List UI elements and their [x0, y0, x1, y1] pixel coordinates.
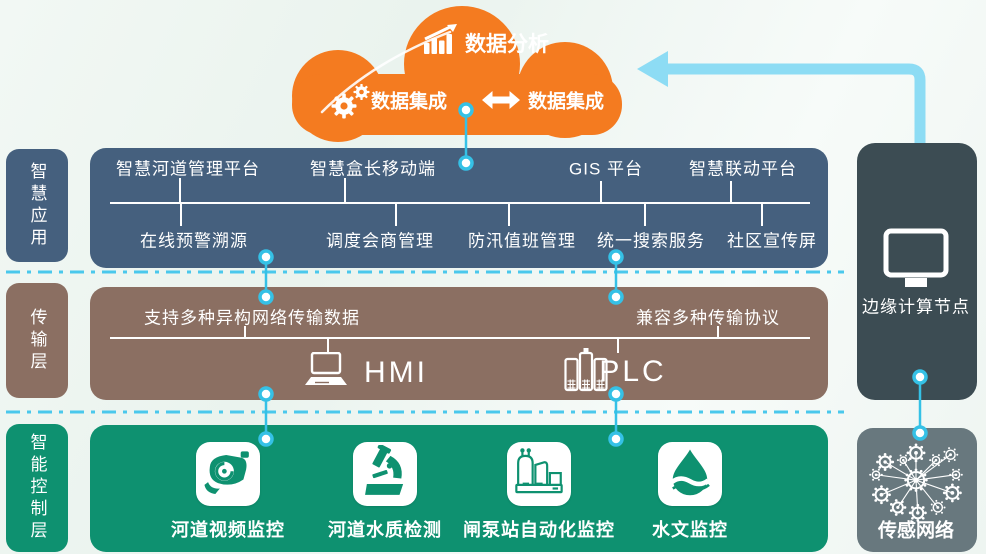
- edge-node-panel: 边缘计算节点: [857, 143, 977, 400]
- sensor-network-panel: 传感网络: [857, 428, 977, 552]
- app-service-label: 调度会商管理: [326, 231, 434, 251]
- side-label-transport-layer: 传输层: [6, 283, 68, 398]
- control-item-card: [658, 442, 722, 506]
- cloud-integration-left-label: 数据集成: [370, 91, 448, 113]
- control-item-label: 闸泵站自动化监控: [463, 520, 615, 540]
- water-drop-icon: [670, 449, 710, 496]
- gears-icon: [331, 84, 370, 119]
- application-layer-panel: 智慧河道管理平台 智慧盒长移动端 GIS 平台 智慧联动平台 在线预警溯源 调度…: [90, 148, 828, 268]
- app-service-label: 统一搜索服务: [597, 231, 705, 251]
- app-service-label: 防汛值班管理: [468, 231, 576, 251]
- control-layer-panel: 河道视频监控 河道水质检测 闸泵站自动化监控 水文监控: [90, 425, 828, 552]
- monitor-icon: [883, 228, 949, 287]
- plc-label: PLC: [599, 355, 667, 388]
- sync-arrows-icon: [482, 91, 520, 109]
- transport-layer-panel: 支持多种异构网络传输数据 兼容多种传输协议 HMI PLC: [90, 287, 828, 400]
- cloud-integration-right-label: 数据集成: [527, 91, 605, 113]
- microscope-icon: [365, 445, 404, 495]
- app-platform-label: 智慧河道管理平台: [116, 159, 260, 179]
- control-item-label: 河道视频监控: [171, 520, 285, 540]
- cloud-analysis-label: 数据分析: [465, 33, 549, 56]
- data-analysis-icon: [424, 24, 457, 54]
- side-label-application-layer: 智慧应用: [6, 149, 68, 262]
- control-item-card: [196, 442, 260, 506]
- hmi-label: HMI: [364, 356, 428, 389]
- control-item-card: [507, 442, 571, 506]
- transport-left-note: 支持多种异构网络传输数据: [144, 308, 360, 328]
- edge-node-label: 边缘计算节点: [862, 297, 970, 317]
- cctv-camera-icon: [204, 451, 249, 494]
- laptop-icon: [305, 352, 347, 385]
- control-item-label: 河道水质检测: [328, 520, 442, 540]
- control-item-card: [353, 442, 417, 506]
- app-service-label: 在线预警溯源: [140, 231, 248, 251]
- sensor-network-label: 传感网络: [877, 520, 955, 542]
- app-platform-label: GIS 平台: [568, 159, 644, 179]
- pump-station-icon: [515, 448, 563, 494]
- side-label-control-layer: 智能控制层: [6, 424, 68, 552]
- transport-right-note: 兼容多种传输协议: [636, 308, 780, 328]
- app-platform-label: 智慧盒长移动端: [310, 159, 436, 179]
- app-platform-label: 智慧联动平台: [689, 159, 797, 179]
- control-item-label: 水文监控: [652, 520, 728, 540]
- gear-network-icon: [869, 443, 963, 522]
- app-service-label: 社区宣传屏: [727, 231, 817, 251]
